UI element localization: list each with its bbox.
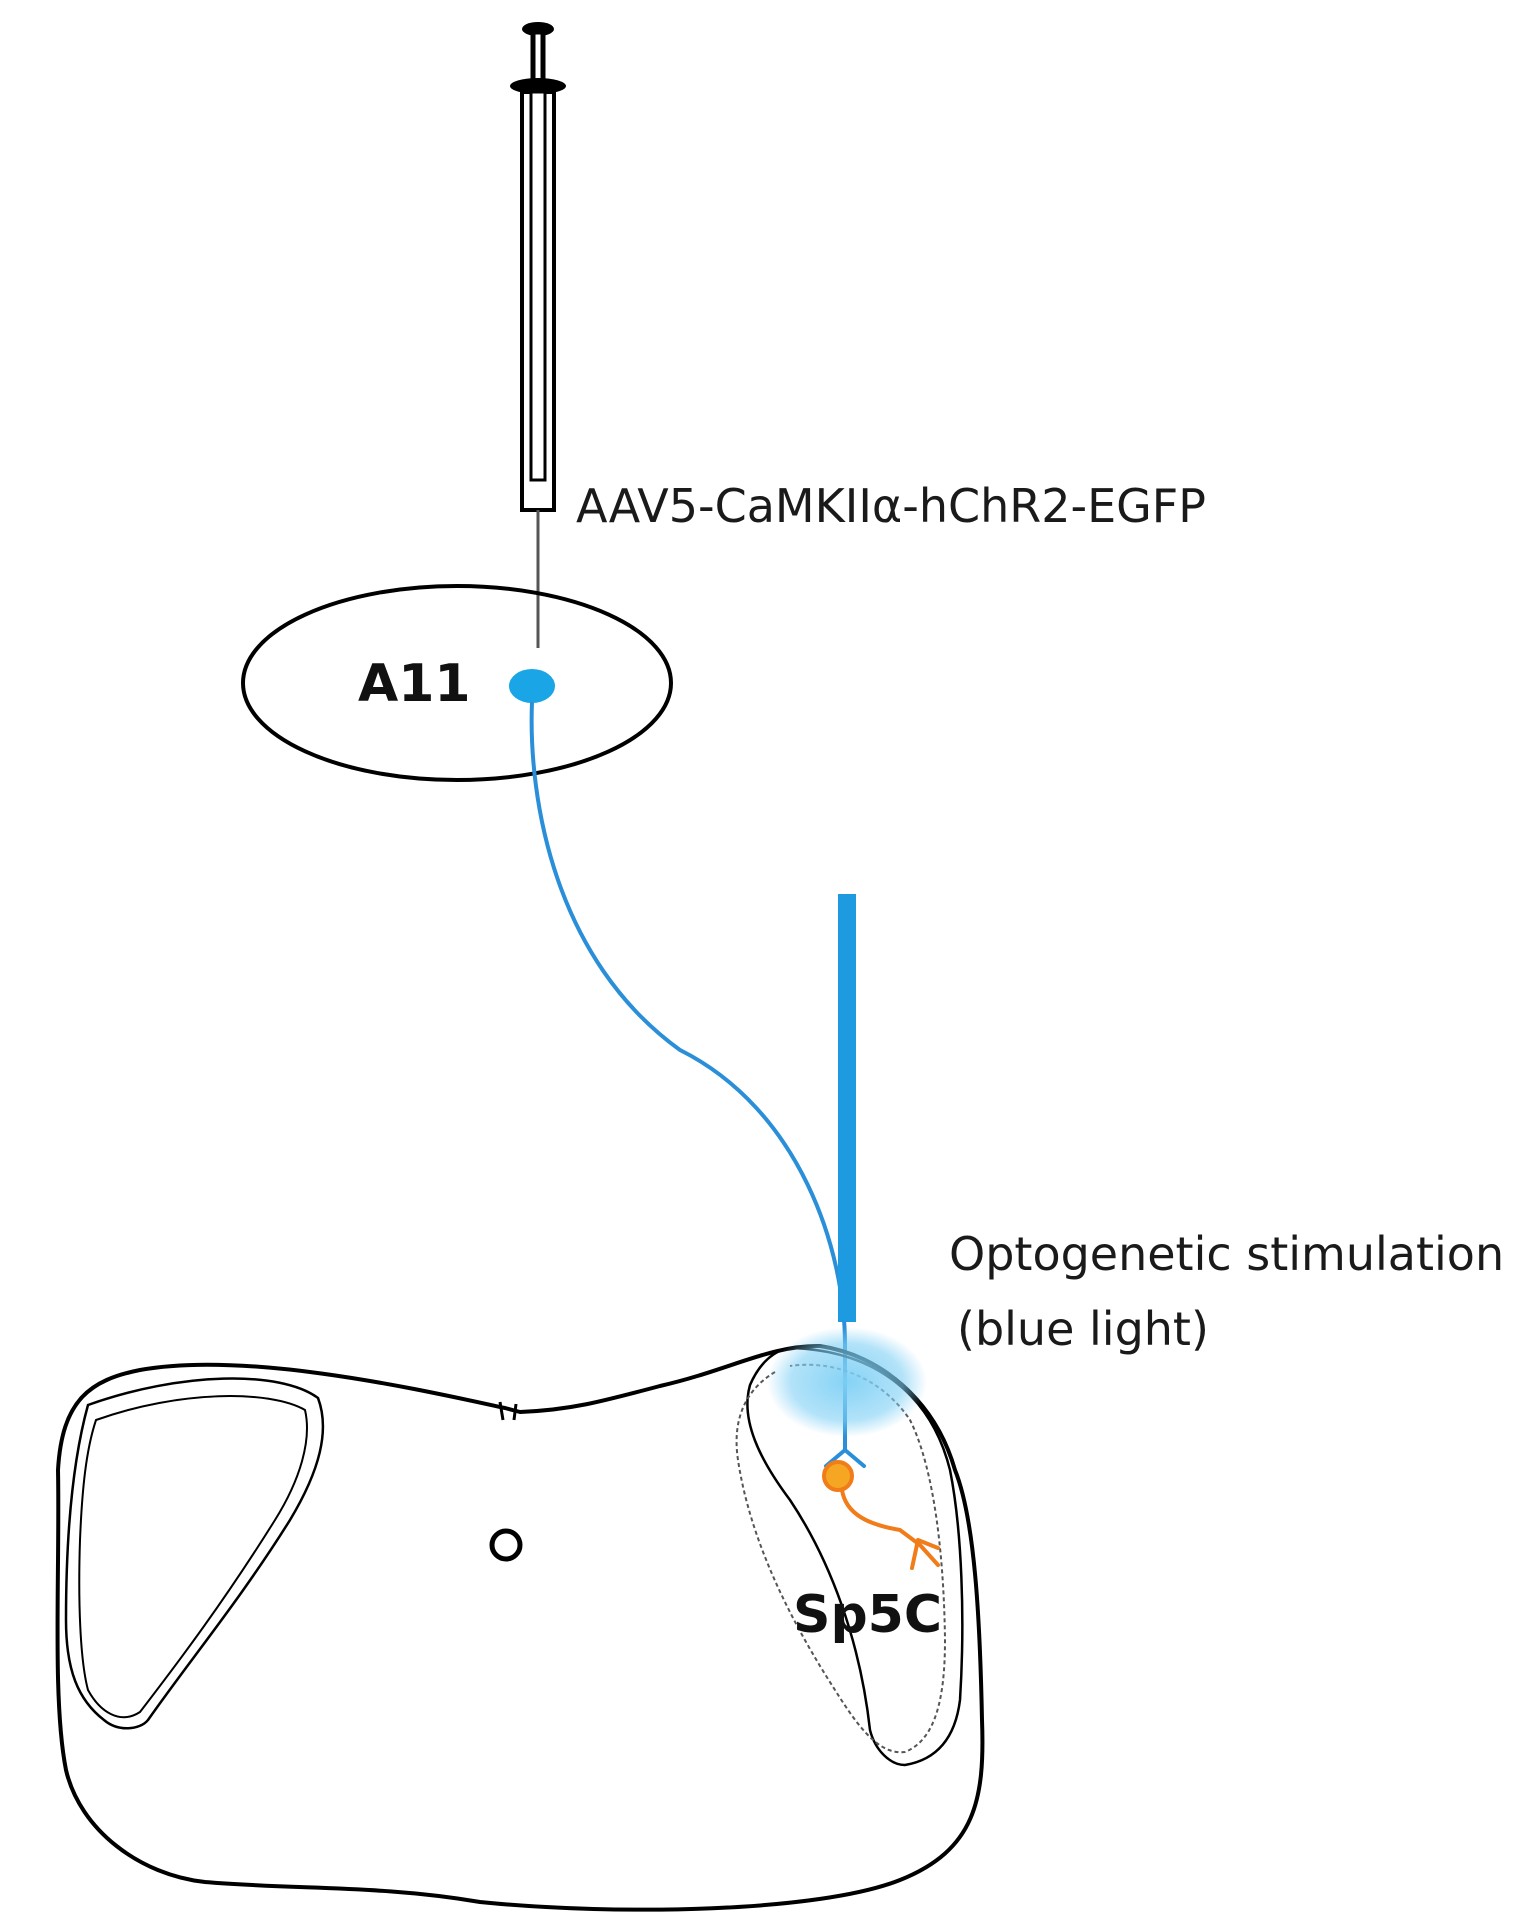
a11-region — [241, 584, 673, 782]
optic-fiber-icon — [838, 894, 856, 1322]
sp5c-neuron — [822, 1460, 940, 1570]
a11-neuron — [509, 669, 555, 703]
axon-projection — [529, 701, 847, 1450]
syringe-icon — [510, 22, 566, 648]
blue-light-glow — [767, 1327, 927, 1437]
stimulation-label-line1: Optogenetic stimulation — [949, 1227, 1504, 1281]
virus-label: AAV5-CaMKIIα-hChR2-EGFP — [576, 479, 1206, 533]
sp5c-label: Sp5C — [793, 1585, 942, 1645]
stimulation-label-line2: (blue light) — [957, 1302, 1209, 1356]
a11-label: A11 — [358, 654, 471, 714]
